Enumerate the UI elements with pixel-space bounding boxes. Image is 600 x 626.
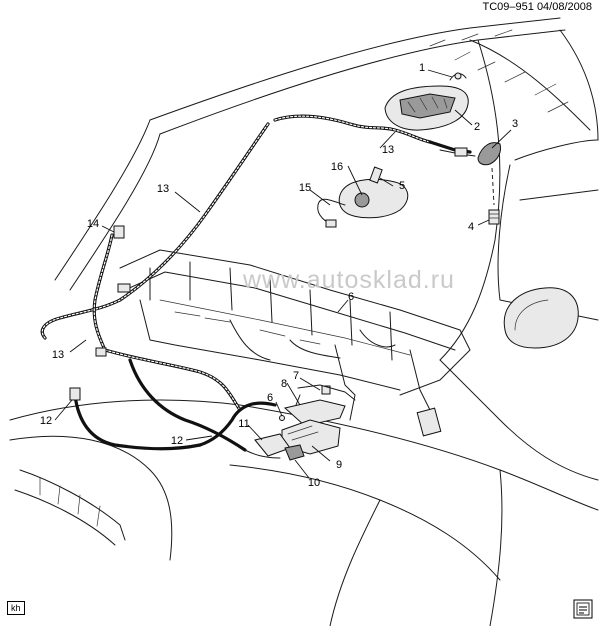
callout-5: 5 xyxy=(398,180,406,192)
instrument-panel-frame xyxy=(119,249,471,437)
callout-13a: 13 xyxy=(381,144,395,156)
callout-14: 14 xyxy=(86,218,100,230)
gm-logo-icon xyxy=(573,599,593,619)
inside-mirror-module xyxy=(317,166,409,228)
callout-leaders xyxy=(54,69,512,479)
antenna-module xyxy=(439,142,501,206)
callout-10: 10 xyxy=(307,477,321,489)
callout-6a: 6 xyxy=(347,291,355,303)
callout-15: 15 xyxy=(298,182,312,194)
vehicle-body-outline xyxy=(9,17,599,626)
callout-13b: 13 xyxy=(156,183,170,195)
callout-7: 7 xyxy=(292,370,300,382)
callout-12a: 12 xyxy=(39,415,53,427)
bolt xyxy=(488,209,500,225)
callout-2: 2 xyxy=(473,121,481,133)
callout-1: 1 xyxy=(418,62,426,74)
callout-6b: 6 xyxy=(266,392,274,404)
callout-12b: 12 xyxy=(170,435,184,447)
callout-11: 11 xyxy=(238,418,250,430)
drawing-reference: TC09–951 04/08/2008 xyxy=(482,1,592,13)
left-wiring-harness xyxy=(40,225,277,452)
callout-13c: 13 xyxy=(51,349,65,361)
roof-wiring-harness xyxy=(118,114,472,302)
callout-9: 9 xyxy=(335,459,343,471)
callout-3: 3 xyxy=(511,118,519,130)
control-modules xyxy=(244,384,356,461)
callout-16: 16 xyxy=(330,161,344,173)
kh-badge: kh xyxy=(7,601,25,615)
callout-4: 4 xyxy=(467,221,475,233)
callout-8: 8 xyxy=(280,378,288,390)
overhead-console xyxy=(384,72,469,131)
